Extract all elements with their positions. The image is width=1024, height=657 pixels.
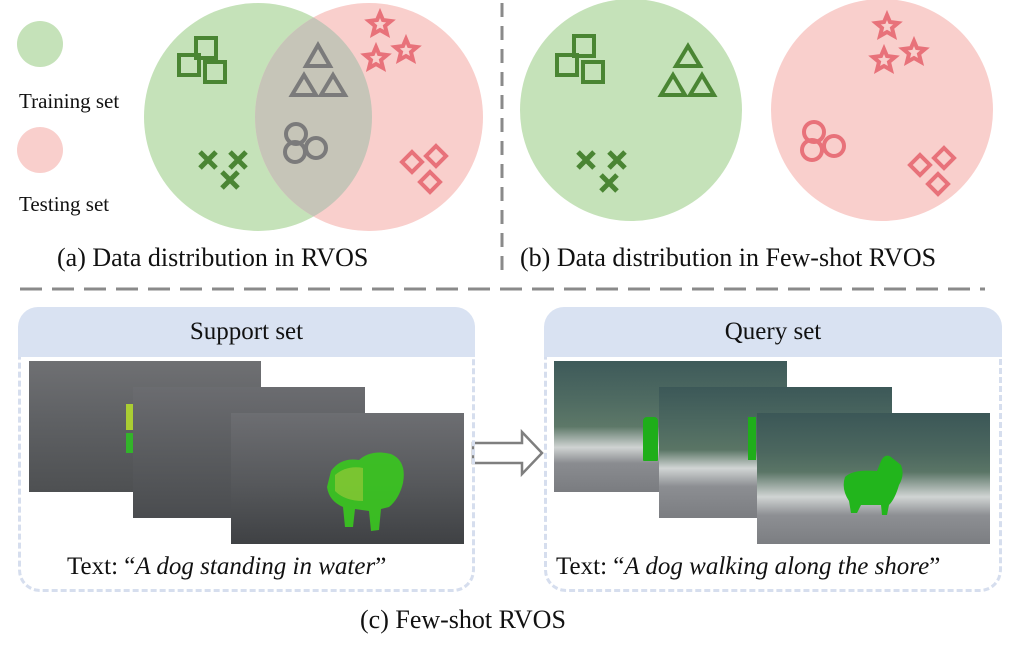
query-text-query: A dog walking along the shore	[624, 553, 930, 580]
square-markers	[177, 36, 227, 84]
square-markers-b	[555, 34, 605, 84]
query-set-title: Query set	[724, 318, 822, 345]
caption-panel-c: (c) Few-shot RVOS	[360, 605, 566, 634]
legend-training-swatch	[17, 21, 63, 67]
overlap-region	[255, 3, 372, 231]
support-text-query: A dog standing in water	[135, 553, 376, 580]
legend-testing-swatch	[17, 127, 63, 173]
caption-panel-a: (a) Data distribution in RVOS	[57, 243, 369, 272]
support-text-description: Text: “A dog standing in water”	[67, 553, 387, 580]
cross-markers	[198, 150, 248, 190]
testing-set-circle-b	[771, 0, 993, 221]
query-frame-3	[757, 413, 990, 544]
triangle-markers-b	[657, 42, 718, 97]
arrow-right-icon	[471, 428, 544, 478]
triangle-markers	[288, 40, 349, 97]
caption-panel-b: (b) Data distribution in Few-shot RVOS	[520, 243, 937, 272]
star-markers-b	[868, 9, 930, 75]
diamond-markers-b	[907, 145, 957, 197]
legend-training-label: Training set	[19, 89, 120, 113]
diamond-markers	[399, 143, 449, 195]
query-text-description: Text: “A dog walking along the shore”	[556, 553, 941, 580]
training-set-circle-b	[520, 0, 742, 221]
legend-testing-label: Testing set	[19, 192, 110, 216]
dog-mask-support	[327, 452, 404, 531]
dog-mask-query	[843, 455, 903, 515]
cross-markers-b	[576, 150, 627, 193]
support-frame-3	[231, 413, 464, 544]
circle-markers-b	[800, 120, 846, 162]
circle-markers	[283, 122, 328, 164]
support-set-title: Support set	[189, 318, 304, 345]
star-markers	[360, 7, 422, 73]
